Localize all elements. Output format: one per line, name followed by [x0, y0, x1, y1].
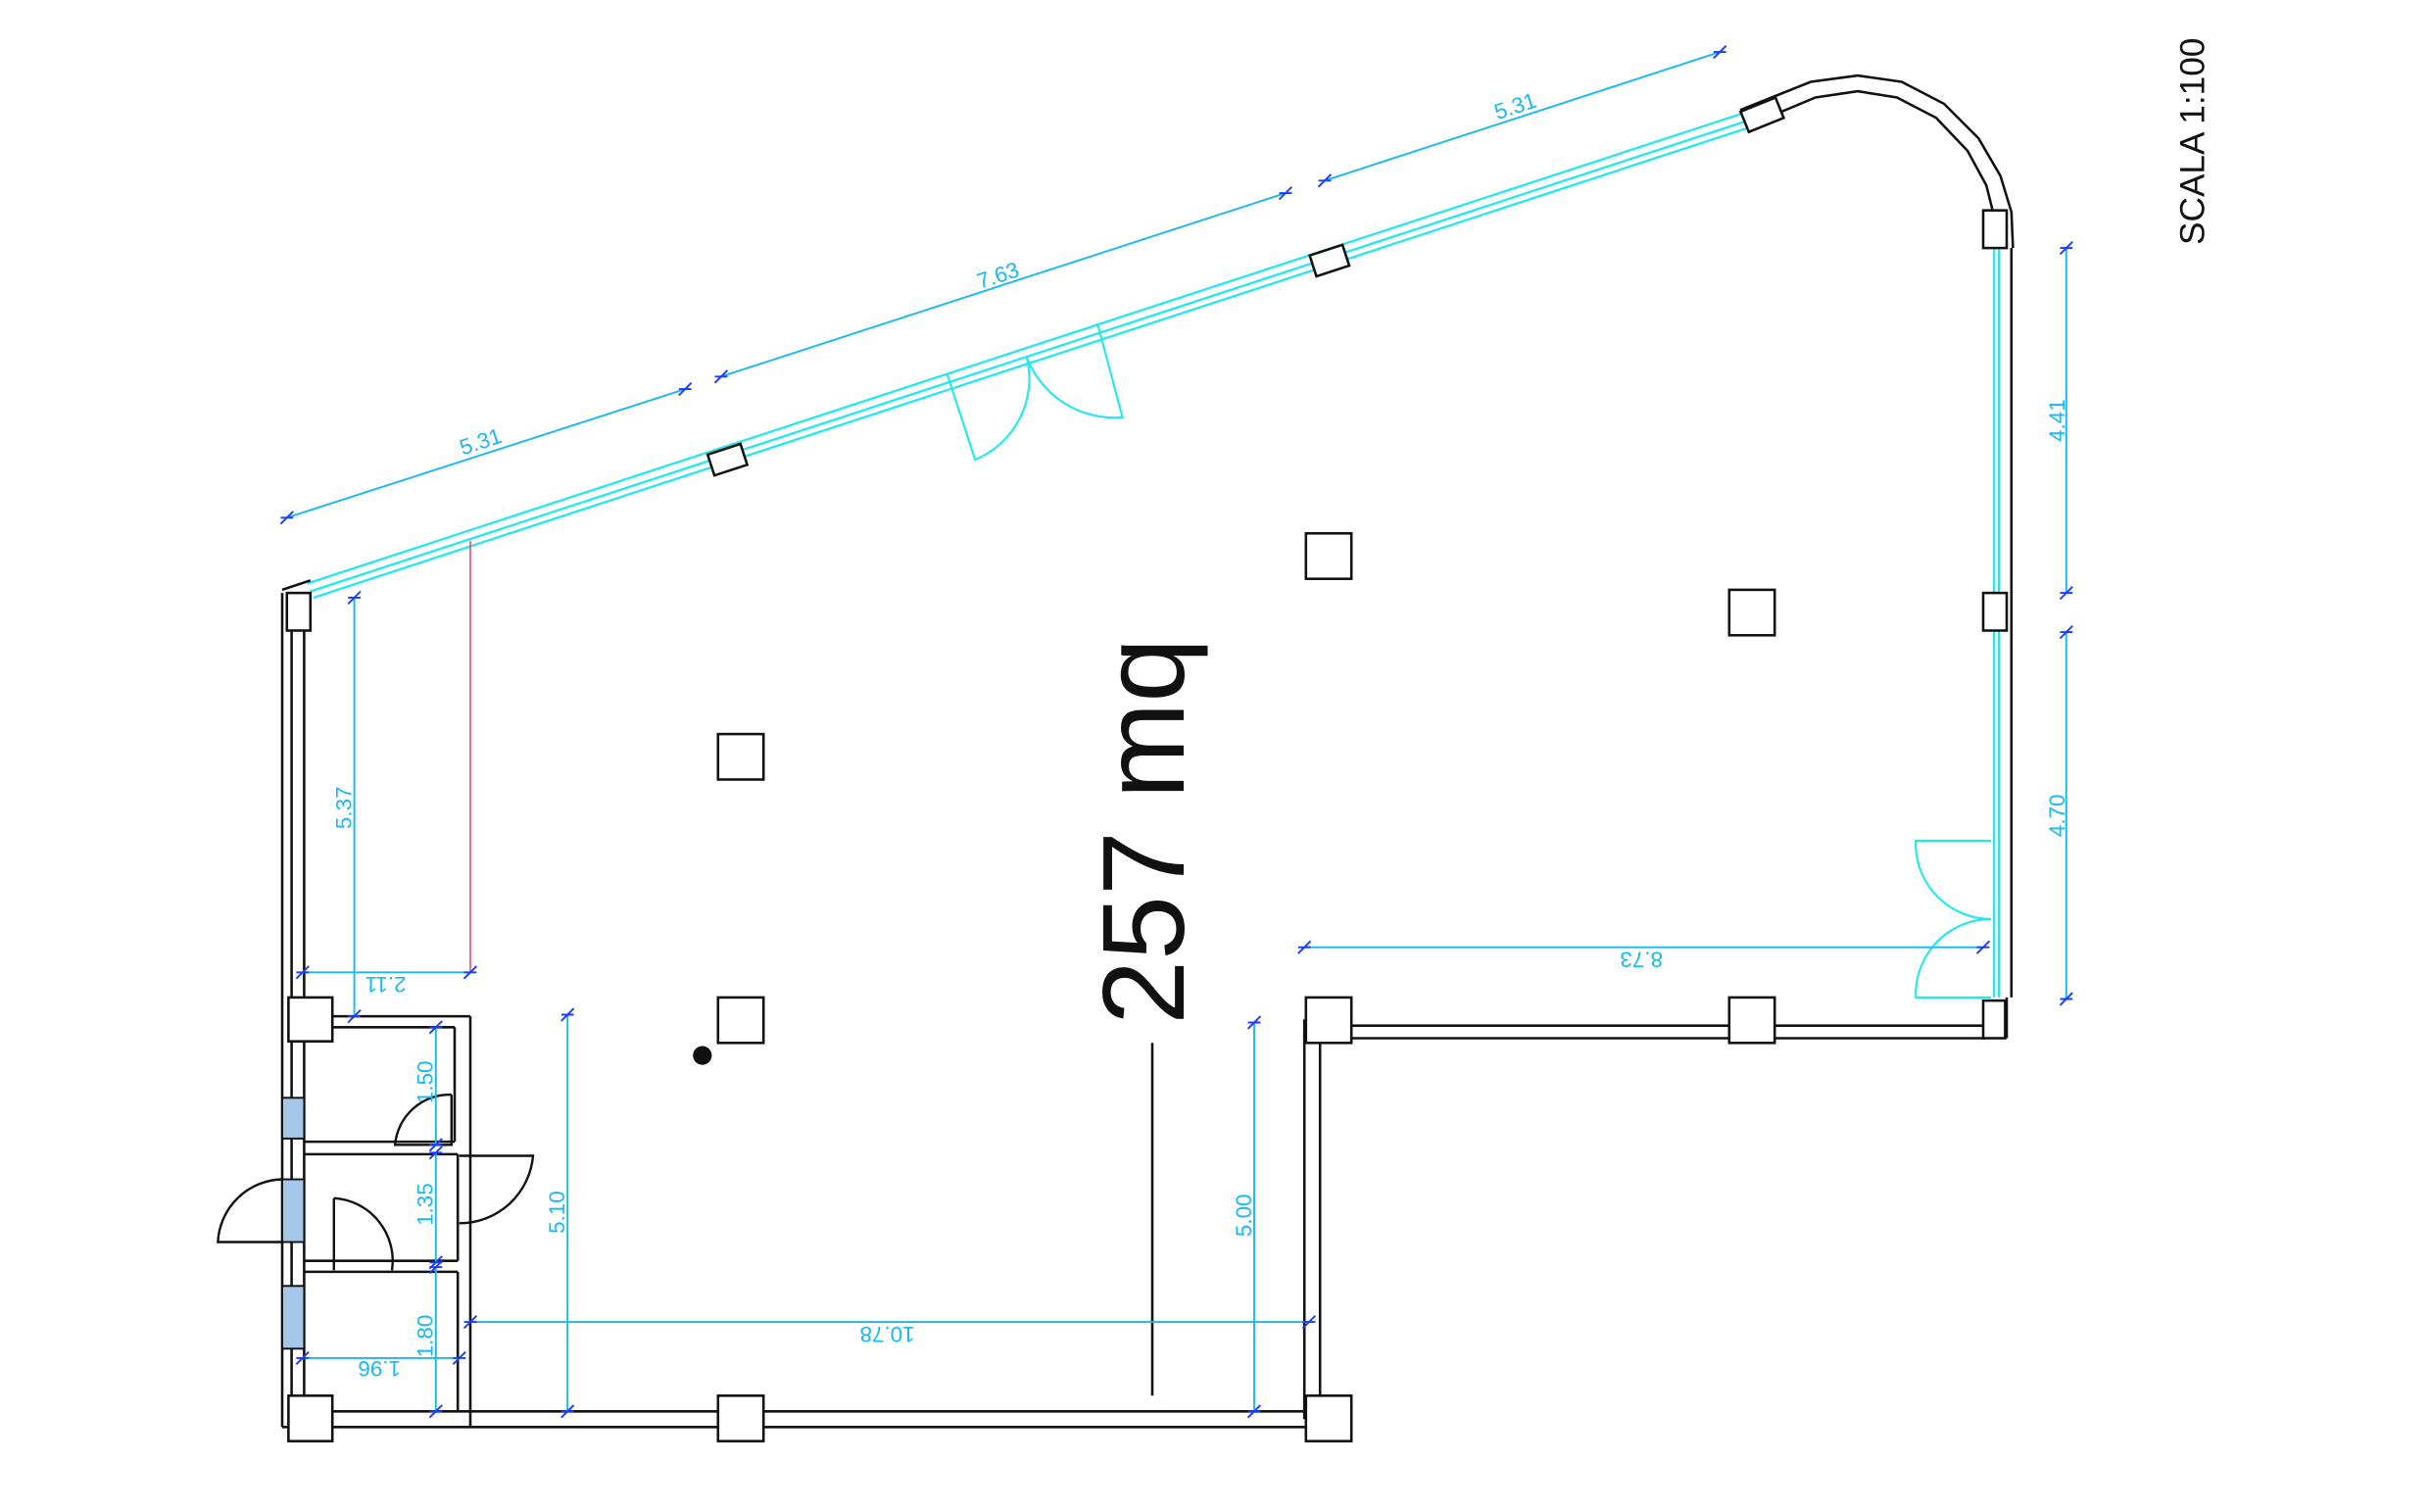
columns [285, 95, 2009, 1442]
dimension-tick [1713, 45, 1727, 60]
dimension-tick [2059, 586, 2073, 601]
dim-left-vertical: 5.37 [331, 787, 356, 830]
dimension-tick [2059, 992, 2073, 1006]
windows [281, 1097, 306, 1350]
dimension-tick [560, 1007, 575, 1022]
dimension-tick [279, 511, 294, 525]
dimension-line [1324, 51, 1721, 182]
dimension-tick [2059, 241, 2073, 256]
dim-center-left-vertical: 5.10 [545, 1191, 569, 1234]
scale-label: SCALA 1:100 [2174, 38, 2212, 245]
dimension-line [720, 192, 1287, 378]
dim-right-upper: 4.41 [2045, 399, 2069, 442]
dimension-tick [462, 1315, 478, 1330]
dim-right-lower: 4.70 [2045, 795, 2069, 838]
dimension-labels: 5.31 7.63 5.31 4.41 4.70 8.73 5.37 2.11 … [331, 88, 2069, 1381]
window [281, 1285, 306, 1350]
dim-wc-3: 1.80 [413, 1315, 438, 1358]
door [1026, 322, 1124, 419]
dimension-tick [1278, 186, 1293, 201]
dimension-tick [560, 1404, 575, 1419]
dim-wc-width: 1.96 [358, 1356, 401, 1381]
dimensions [279, 45, 2073, 1419]
dimension-tick [2059, 625, 2073, 640]
door [1915, 839, 1992, 920]
dimension-tick [678, 382, 693, 397]
window [281, 1178, 306, 1244]
dimension-tick [1246, 1404, 1262, 1419]
dimension-line [286, 388, 686, 519]
dim-wc-1: 1.50 [413, 1061, 438, 1104]
door [332, 1196, 394, 1271]
area-label: 257 mq [1080, 638, 1209, 1025]
dim-center-right-vertical: 5.00 [1232, 1195, 1256, 1238]
dimension-tick [1301, 1315, 1317, 1330]
dimension-tick [347, 1009, 362, 1024]
dimension-tick [1246, 1015, 1262, 1030]
dimension-tick [428, 1404, 443, 1419]
dimension-tick [428, 1020, 443, 1035]
dim-wc-2: 1.35 [413, 1183, 438, 1226]
dimension-tick [428, 1138, 443, 1152]
door [459, 1154, 535, 1225]
point-marker [693, 1046, 712, 1065]
dim-top-middle: 7.63 [974, 258, 1022, 294]
door [946, 357, 1031, 462]
door [393, 1093, 453, 1146]
dim-bottom-horizontal: 10.78 [860, 1322, 915, 1346]
walls [280, 73, 2015, 1429]
door [217, 1178, 283, 1244]
dimension-tick [1297, 940, 1312, 954]
dim-left-horizontal: 2.11 [365, 972, 407, 997]
dimension-tick [428, 1260, 443, 1275]
dim-top-left: 5.31 [457, 423, 505, 460]
dimension-tick [1975, 940, 1991, 954]
dimension-tick [713, 369, 729, 384]
dimension-tick [347, 590, 362, 605]
door [1915, 917, 1992, 999]
dimension-tick [1317, 173, 1333, 188]
doors [217, 322, 1992, 1271]
dimension-tick [462, 965, 478, 980]
dim-right-horizontal: 8.73 [1620, 948, 1663, 972]
window [281, 1097, 306, 1140]
dim-top-right: 5.31 [1491, 88, 1539, 124]
dimension-tick [295, 1350, 310, 1365]
dimension-tick [428, 1146, 443, 1160]
dimension-tick [452, 1350, 466, 1365]
dimension-tick [295, 965, 310, 980]
